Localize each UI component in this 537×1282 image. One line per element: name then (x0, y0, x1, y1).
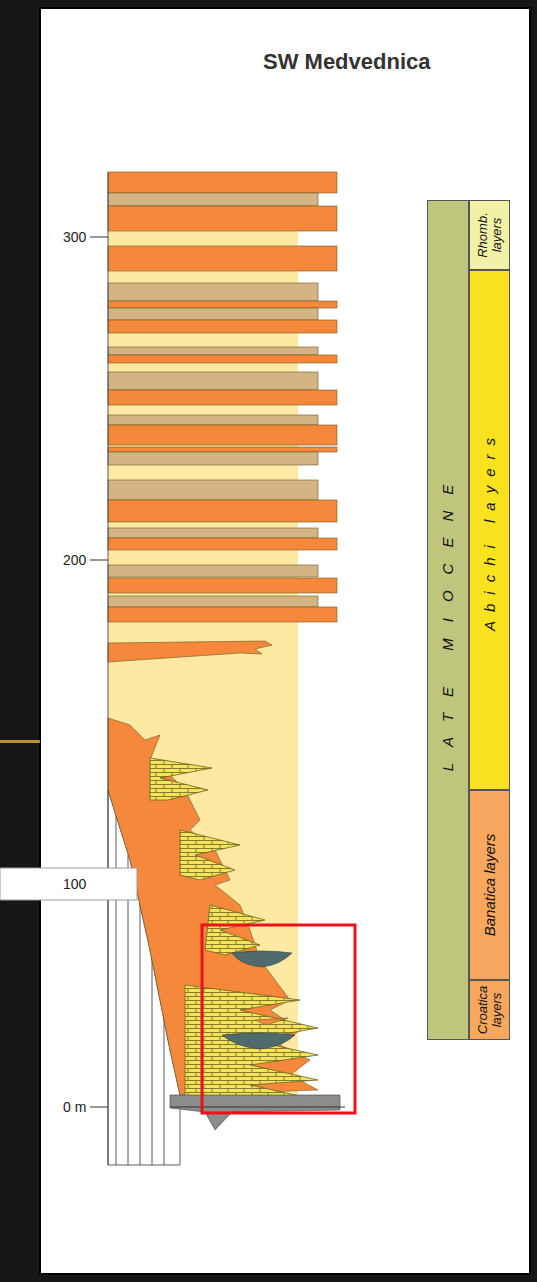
layer-name: Abichi layers (481, 274, 498, 786)
stage-band: Banatica layers (469, 790, 510, 980)
layer-name: Banatica layers (481, 794, 498, 976)
diagram-title: SW Medvednica (263, 49, 430, 75)
layer-name: Rhomb. layers (475, 204, 504, 266)
scale-number: 300 (63, 229, 86, 245)
stage-band: Croatica layers (469, 980, 510, 1040)
epoch-band: LATE MIOCENE (427, 200, 469, 1040)
stage-band: Rhomb. layers (469, 200, 510, 270)
scale-number: 100 (63, 876, 86, 892)
scale-number: 200 (63, 552, 86, 568)
layer-name: LATE MIOCENE (440, 204, 457, 1036)
layer-name: Croatica layers (475, 984, 504, 1036)
stage-band: Abichi layers (469, 270, 510, 790)
scale-number: 0 m (63, 1099, 86, 1115)
